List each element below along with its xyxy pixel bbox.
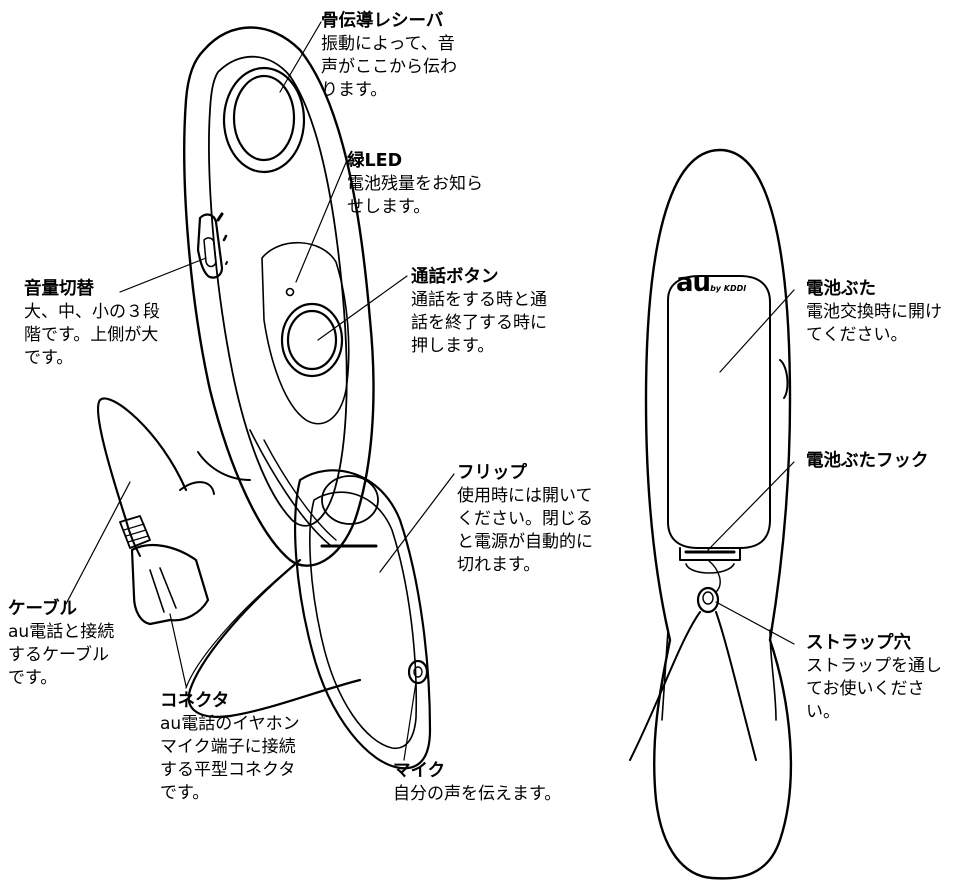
microphone-icon xyxy=(407,659,429,685)
label-title: 骨伝導レシーバ xyxy=(321,11,444,31)
battery-cover[interactable] xyxy=(667,275,771,549)
label-receiver: 骨伝導レシーバ 振動によって、音 声がここから伝わ ります。 xyxy=(321,11,457,100)
flip[interactable] xyxy=(294,469,432,770)
strap-hole-icon xyxy=(696,586,720,614)
label-battery-hook: 電池ぶたフック xyxy=(806,451,929,471)
au-logo: auby KDDI xyxy=(676,268,747,298)
connector-icon xyxy=(119,515,210,626)
label-battery-cover: 電池ぶた 電池交換時に開け てください。 xyxy=(806,279,942,345)
front-handset xyxy=(183,26,375,567)
strap xyxy=(629,611,701,761)
label-mic: マイク 自分の声を伝えます。 xyxy=(393,761,562,804)
volume-switch[interactable] xyxy=(196,212,228,279)
label-cable: ケーブル au電話と接続 するケーブル です。 xyxy=(8,599,115,688)
label-strap-hole: ストラップ穴 ストラップを通し てお使いくださ い。 xyxy=(806,633,942,722)
receiver-icon xyxy=(222,66,306,174)
cable xyxy=(96,397,362,718)
label-flip: フリップ 使用時には開いて ください。閉じる と電源が自動的に 切れます。 xyxy=(457,463,593,575)
back-handset xyxy=(629,148,793,880)
battery-hook-icon[interactable] xyxy=(679,547,741,574)
label-volume: 音量切替 大、中、小の３段 階です。上側が大 です。 xyxy=(24,279,160,368)
led-icon xyxy=(285,287,295,297)
label-led: 緑LED 電池残量をお知ら せします。 xyxy=(347,151,483,217)
label-connector: コネクタ au電話のイヤホン マイク端子に接続 する平型コネクタ です。 xyxy=(160,691,300,803)
leader-lines xyxy=(65,21,795,761)
talk-button[interactable] xyxy=(280,302,344,378)
label-talk-button: 通話ボタン 通話をする時と通 話を終了する時に 押します。 xyxy=(411,267,547,356)
